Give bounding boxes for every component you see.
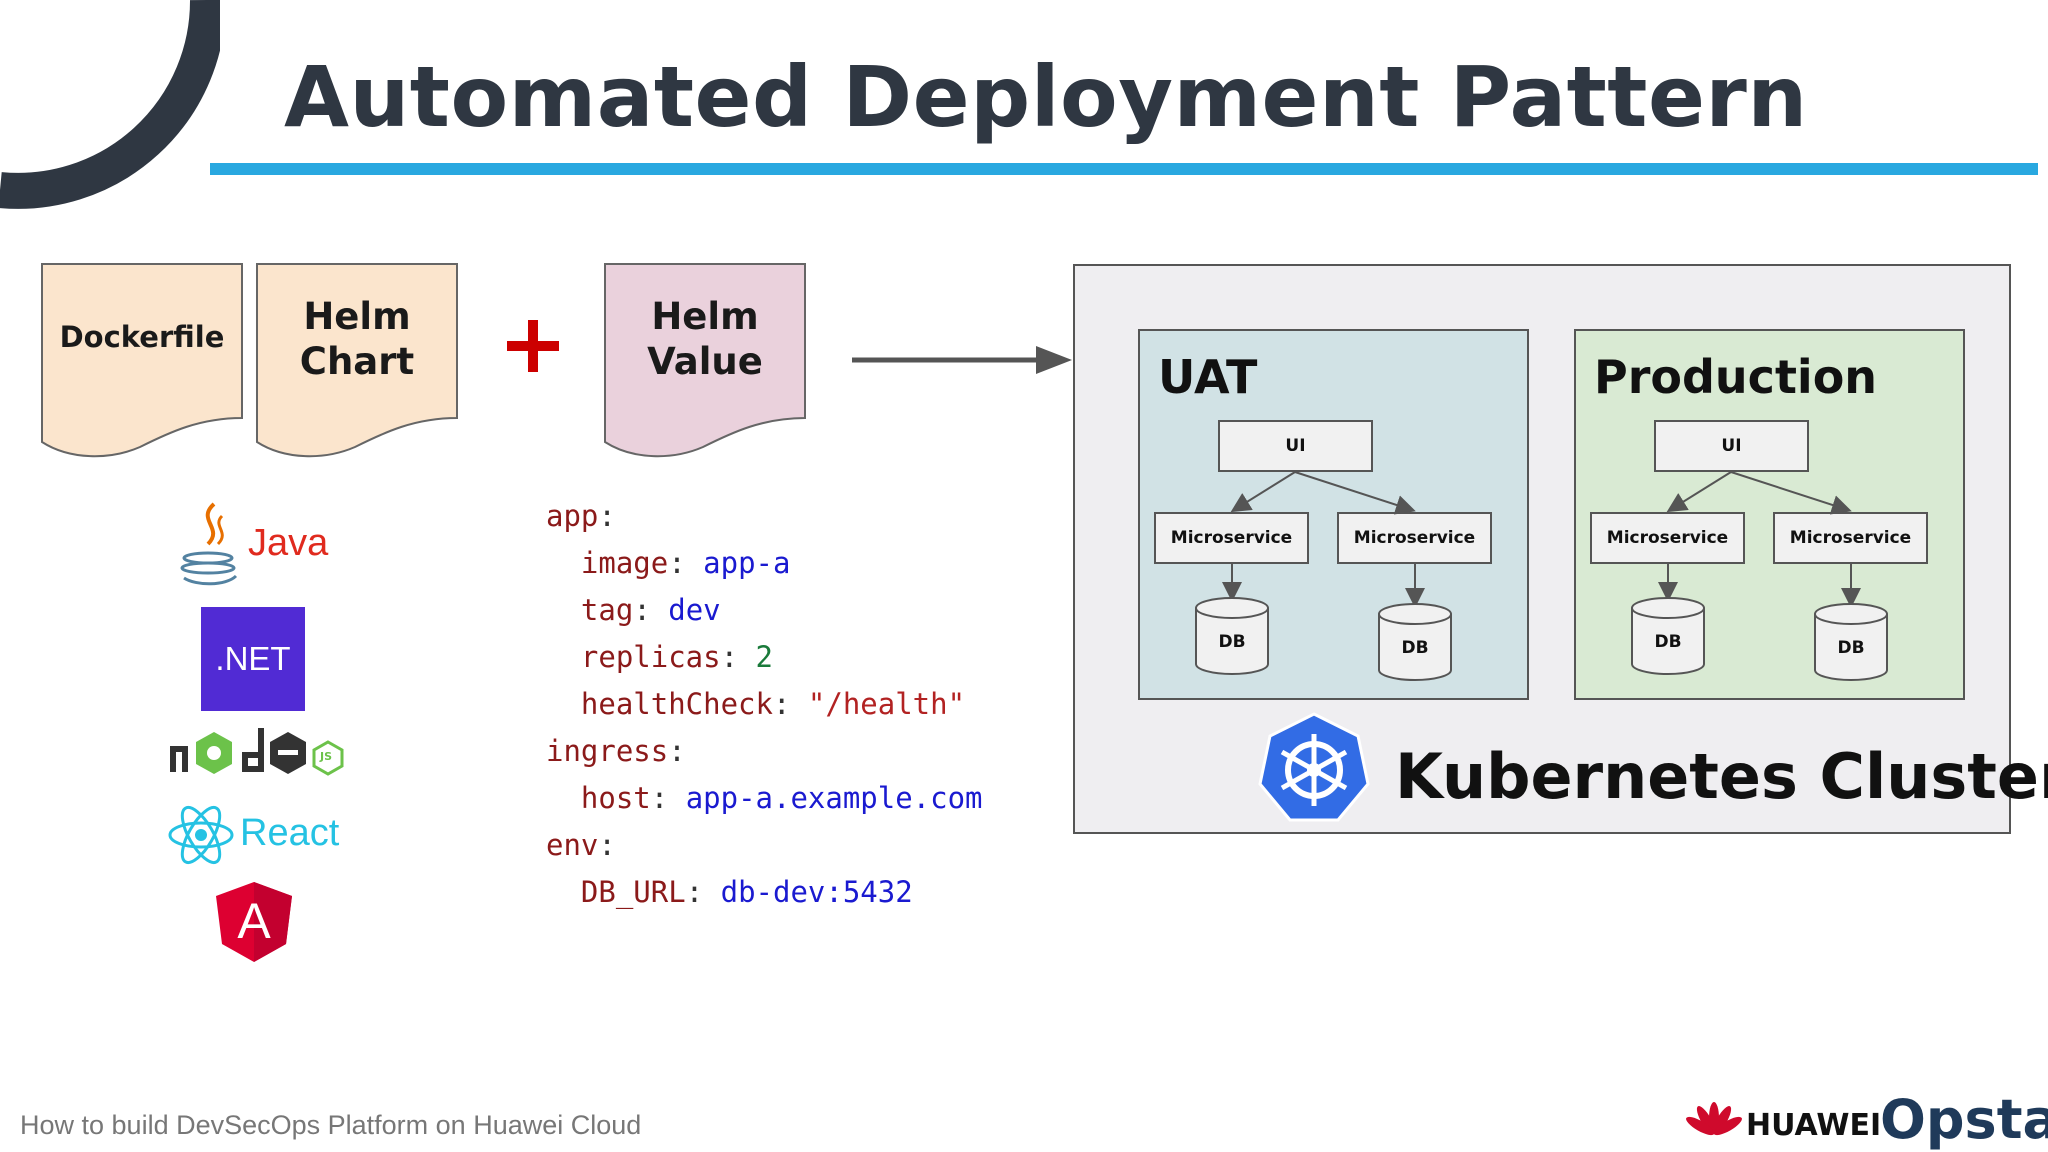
- code-line: tag: dev: [580, 593, 721, 627]
- code-value: app-a: [703, 546, 791, 580]
- huawei-flower-icon: [1686, 1102, 1742, 1136]
- code-line: replicas: 2: [580, 640, 773, 674]
- deploy-arrow: [852, 346, 1072, 374]
- dockerfile-doc-shape: [41, 263, 243, 458]
- code-value: db-dev:5432: [720, 875, 913, 909]
- production-db-2: DB: [1837, 638, 1865, 658]
- nodejs-sub-text: JS: [320, 750, 333, 763]
- code-line: app:: [546, 499, 616, 533]
- production-db-1: DB: [1654, 632, 1682, 652]
- dockerfile-label: Dockerfile: [59, 320, 225, 354]
- huawei-logo-text: HUAWEI: [1746, 1108, 1882, 1143]
- code-key: healthCheck: [580, 687, 773, 721]
- code-line: host: app-a.example.com: [580, 781, 983, 815]
- code-line: ingress:: [546, 734, 686, 768]
- java-logo: Java: [176, 500, 336, 590]
- code-line: image: app-a: [580, 546, 791, 580]
- angular-shield-icon: [216, 882, 292, 962]
- title-underline: [210, 163, 2038, 175]
- dotnet-text: .NET: [215, 640, 291, 677]
- nodejs-logo: JS: [166, 724, 346, 780]
- opsta-logo-text: Opsta: [1880, 1088, 2048, 1151]
- code-key: tag: [580, 593, 634, 627]
- code-line: DB_URL: db-dev:5432: [580, 875, 913, 909]
- code-key: app: [546, 499, 599, 533]
- code-value: dev: [668, 593, 721, 627]
- code-key: replicas: [580, 640, 721, 674]
- kubernetes-helm-wheel-icon: [1258, 712, 1370, 822]
- code-key: host: [580, 781, 651, 815]
- code-key: DB_URL: [580, 875, 686, 909]
- code-value: "/health": [807, 687, 966, 721]
- code-line: env:: [546, 828, 616, 862]
- production-ui-node: UI: [1654, 420, 1809, 472]
- page-title: Automated Deployment Pattern: [284, 48, 1808, 146]
- react-text: React: [240, 812, 340, 854]
- uat-db-2: DB: [1401, 638, 1429, 658]
- code-value: app-a.example.com: [685, 781, 983, 815]
- uat-db-1: DB: [1218, 632, 1246, 652]
- code-line: healthCheck: "/health": [580, 687, 966, 721]
- dotnet-logo: .NET: [201, 607, 305, 711]
- uat-title: UAT: [1158, 350, 1258, 404]
- production-microservice-1: Microservice: [1590, 512, 1745, 564]
- helm-values-code: app: image: app-a tag: dev replicas: 2 h…: [546, 493, 983, 916]
- uat-ui-node: UI: [1218, 420, 1373, 472]
- kubernetes-cluster-label: Kubernetes Cluster: [1395, 740, 2048, 813]
- uat-microservice-1: Microservice: [1154, 512, 1309, 564]
- plus-icon: [507, 320, 559, 372]
- code-key: image: [580, 546, 669, 580]
- java-text: Java: [248, 522, 329, 564]
- angular-letter: A: [237, 893, 271, 949]
- code-value: 2: [755, 640, 773, 674]
- angular-logo: A: [214, 880, 294, 964]
- nodejs-wordmark-icon: [170, 728, 344, 776]
- production-microservice-2: Microservice: [1773, 512, 1928, 564]
- helm-value-doc-shape: [604, 263, 806, 458]
- react-atom-icon: [168, 805, 234, 865]
- java-cup-icon: [180, 502, 238, 586]
- helm-value-label: Helm Value: [647, 295, 763, 383]
- footer-text: How to build DevSecOps Platform on Huawe…: [20, 1110, 642, 1140]
- db-cylinders: [1195, 597, 1888, 681]
- react-logo: React: [166, 800, 346, 870]
- code-key: env: [546, 828, 599, 862]
- helm-chart-doc-shape: [256, 263, 458, 458]
- code-key: ingress: [546, 734, 669, 768]
- production-title: Production: [1594, 350, 1878, 404]
- corner-arc-decoration: [0, 0, 220, 209]
- helm-chart-label: Helm Chart: [299, 295, 415, 383]
